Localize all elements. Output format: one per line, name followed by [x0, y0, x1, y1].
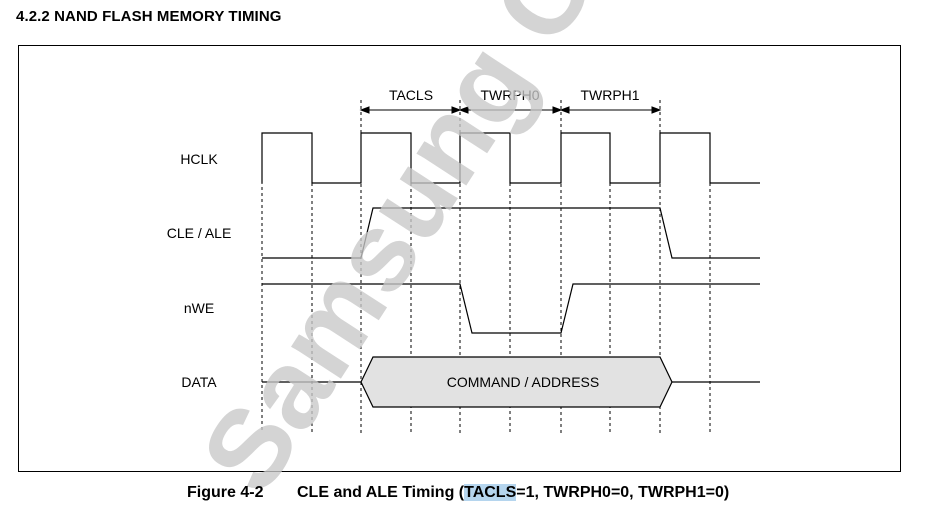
nwe-label: nWE	[184, 300, 214, 316]
section-heading: 4.2.2 NAND FLASH MEMORY TIMING	[16, 8, 282, 25]
data-label: DATA	[181, 374, 217, 390]
figure-title-highlight: TACLS	[464, 484, 517, 501]
twrph0-label: TWRPH0	[480, 87, 539, 103]
hclk-waveform	[261, 132, 760, 184]
timing-arrows	[359, 106, 662, 114]
twrph0-arrowhead-right	[552, 106, 563, 114]
twrph0-arrowhead-left	[458, 106, 469, 114]
data-bus-label: COMMAND / ADDRESS	[447, 374, 599, 390]
cle-ale-waveform	[262, 207, 760, 259]
twrph1-arrowhead-right	[651, 106, 662, 114]
twrph1-arrowhead-left	[559, 106, 570, 114]
figure-number: Figure 4-2	[187, 484, 264, 501]
figure-title-suffix: =1, TWRPH0=0, TWRPH1=0)	[516, 484, 730, 501]
figure-title-prefix: CLE and ALE Timing (	[297, 484, 465, 501]
twrph1-label: TWRPH1	[580, 87, 639, 103]
hclk-label: HCLK	[180, 151, 218, 167]
tacls-arrowhead-right	[451, 106, 462, 114]
tacls-label: TACLS	[389, 87, 433, 103]
tacls-arrowhead-left	[359, 106, 370, 114]
nwe-waveform	[262, 283, 760, 334]
cle-ale-label: CLE / ALE	[167, 225, 232, 241]
figure-title: CLE and ALE Timing (TACLS=1, TWRPH0=0, T…	[297, 484, 729, 502]
figure-frame	[18, 45, 901, 472]
